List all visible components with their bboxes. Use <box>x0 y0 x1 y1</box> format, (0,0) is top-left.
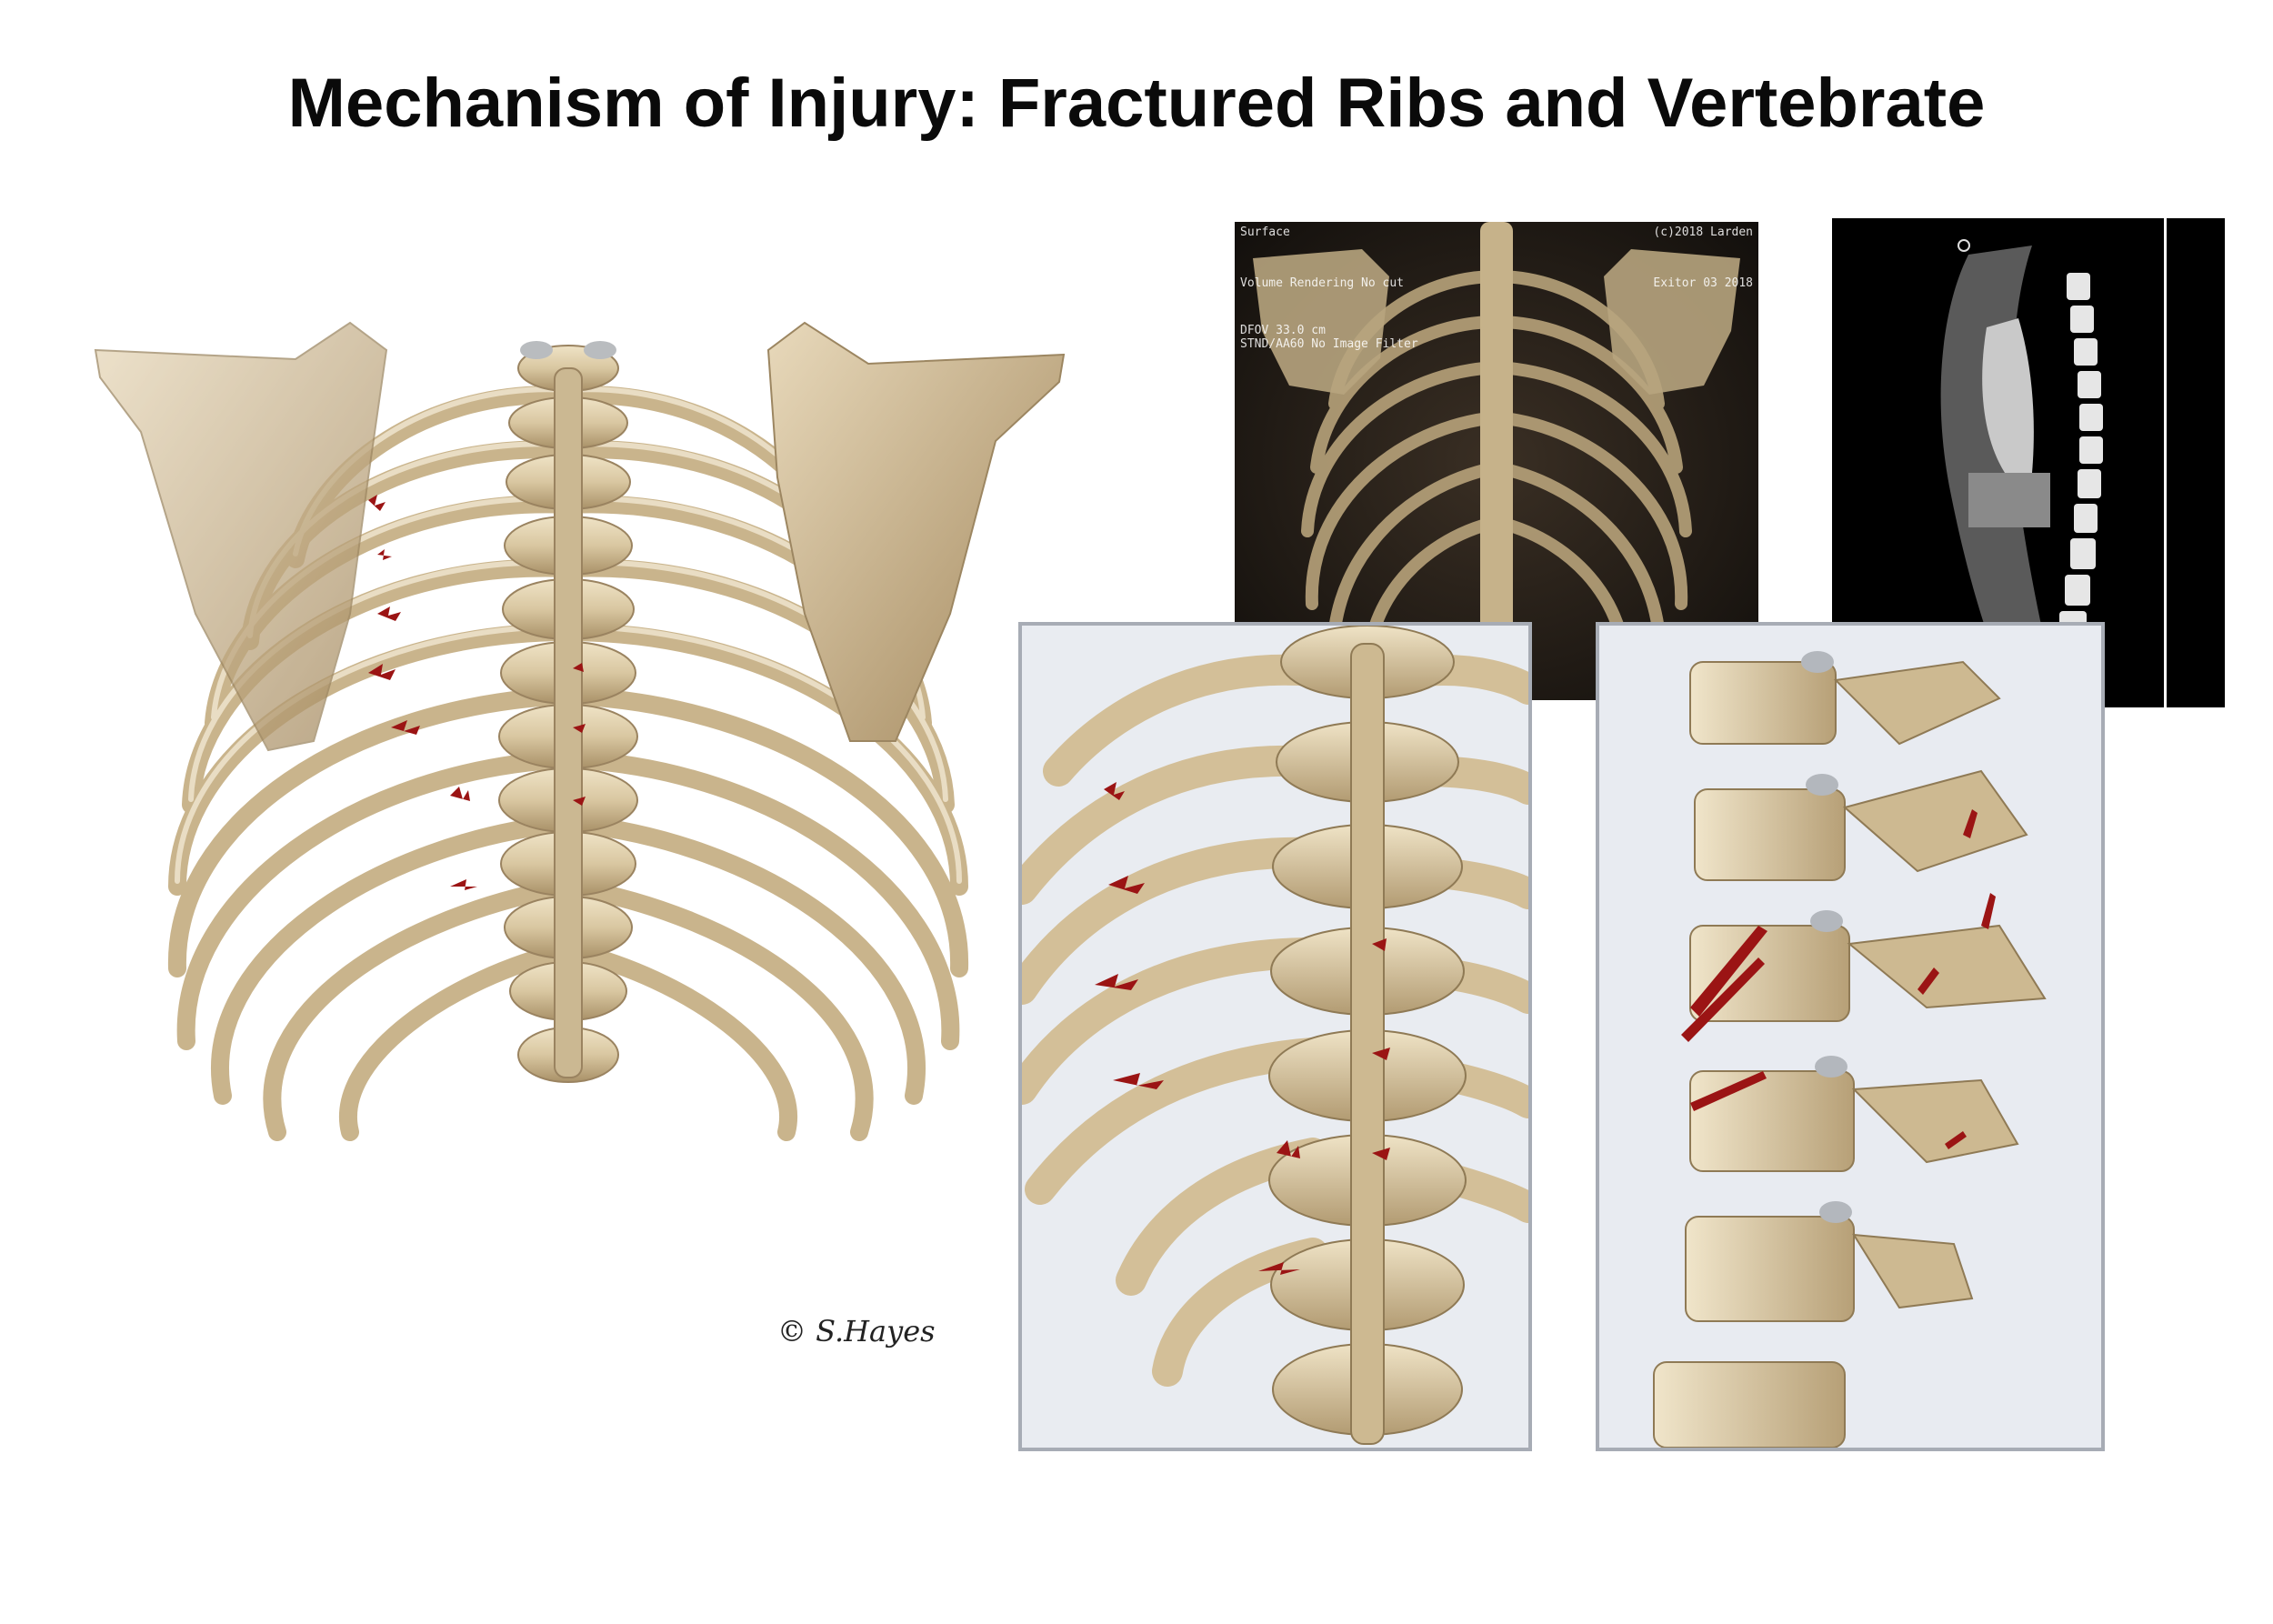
fracture-marks <box>368 495 586 890</box>
ct-volume-rendering: Surface Volume Rendering No cut DFOV 33.… <box>1235 222 1758 700</box>
lateral-spine-detail-panel <box>1596 622 2105 1451</box>
right-scapula <box>766 321 1066 742</box>
left-scapula <box>94 321 388 752</box>
rib-cage-illustration <box>86 314 1077 1314</box>
ct-label-surface: Surface <box>1240 226 1290 239</box>
page-title: Mechanism of Injury: Fractured Ribs and … <box>287 65 1986 142</box>
ct-label-volume: Volume Rendering No cut <box>1240 276 1405 290</box>
posterior-detail-panel <box>1018 622 1532 1451</box>
artist-signature: © S.Hayes <box>777 1314 936 1348</box>
ct-label-copyright: (c)2018 Larden <box>1653 226 1753 239</box>
ribs <box>167 386 969 1141</box>
ct-label-date: Exitor 03 2018 <box>1653 276 1753 290</box>
lateral-fracture-marks <box>1681 809 1996 1149</box>
posterior-fracture-marks <box>1095 782 1390 1275</box>
ct-label-params: DFOV 33.0 cm STND/AA60 No Image Filter <box>1240 324 1418 351</box>
